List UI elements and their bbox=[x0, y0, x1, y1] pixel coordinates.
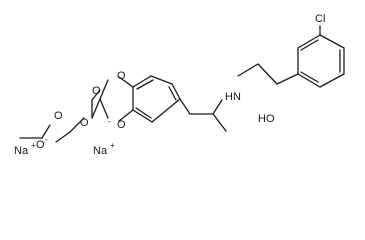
bond bbox=[132, 109, 153, 123]
oxygen-label: O bbox=[36, 139, 45, 151]
oxygen-label: O bbox=[117, 119, 126, 131]
bond bbox=[151, 98, 181, 123]
bond bbox=[297, 34, 321, 49]
bond bbox=[69, 117, 85, 133]
bond bbox=[300, 39, 319, 51]
bond bbox=[118, 109, 134, 122]
bond bbox=[168, 86, 177, 101]
bond bbox=[136, 79, 154, 90]
hydroxyl-label: HO bbox=[258, 113, 275, 125]
chlorine-label: Cl bbox=[315, 13, 325, 25]
bonds bbox=[19, 25, 345, 143]
bond bbox=[319, 73, 345, 88]
bond bbox=[118, 76, 134, 88]
bond bbox=[150, 75, 173, 85]
oxygen-label: O bbox=[117, 70, 126, 82]
minus-sign: - bbox=[108, 117, 111, 126]
plus-sign: + bbox=[110, 141, 115, 150]
bond bbox=[319, 34, 345, 49]
bond bbox=[41, 124, 51, 139]
atom-labels: Cl HN HO O O O O O O - - Na + Na + bbox=[14, 13, 325, 157]
bond bbox=[91, 89, 101, 101]
bond bbox=[276, 73, 299, 85]
bond bbox=[212, 99, 223, 115]
bond bbox=[179, 98, 191, 115]
bond bbox=[237, 63, 259, 77]
bond bbox=[257, 63, 278, 85]
bond bbox=[135, 107, 152, 119]
bond bbox=[91, 98, 101, 119]
oxygen-label: O bbox=[80, 117, 89, 129]
bond bbox=[300, 71, 319, 83]
bond bbox=[212, 113, 227, 132]
chemical-structure: Cl HN HO O O O O O O - - Na + Na + bbox=[14, 13, 345, 157]
sodium-label: Na bbox=[14, 145, 29, 157]
bond bbox=[99, 98, 109, 119]
bond bbox=[55, 131, 71, 143]
plus-sign: + bbox=[31, 141, 36, 150]
bond bbox=[132, 75, 152, 88]
oxygen-label: O bbox=[54, 110, 63, 122]
oxygen-label: O bbox=[92, 85, 101, 97]
bond bbox=[297, 73, 321, 88]
bond bbox=[171, 83, 181, 100]
bond bbox=[99, 79, 109, 100]
sodium-label: Na bbox=[93, 145, 108, 157]
amine-label: HN bbox=[225, 91, 241, 103]
minus-sign: - bbox=[45, 135, 48, 144]
